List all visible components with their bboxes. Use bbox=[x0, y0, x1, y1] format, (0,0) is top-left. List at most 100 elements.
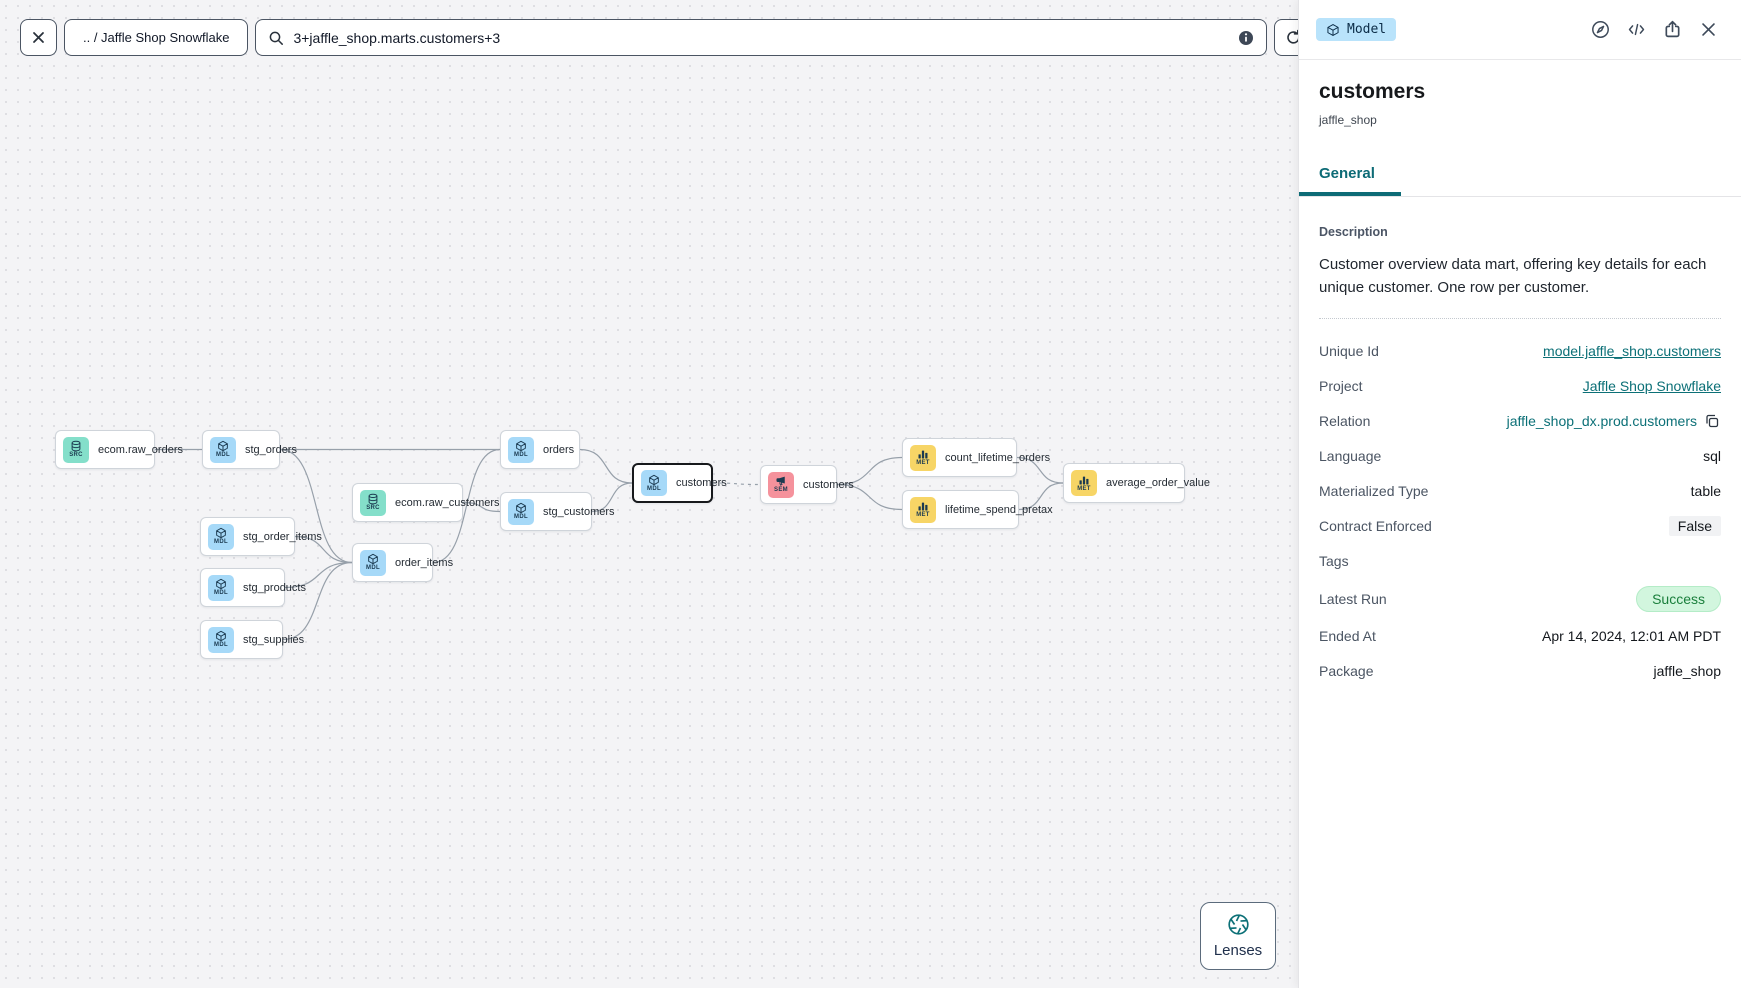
detail-label: Package bbox=[1319, 663, 1374, 679]
share-icon bbox=[1664, 20, 1680, 38]
detail-value: Jaffle Shop Snowflake bbox=[1583, 378, 1721, 394]
detail-label: Unique Id bbox=[1319, 343, 1379, 359]
edge-stg_supplies-to-order_items bbox=[282, 561, 353, 641]
graph-node-ecom_raw_orders[interactable]: SRC ecom.raw_orders bbox=[55, 430, 183, 469]
database-icon: SRC bbox=[63, 436, 89, 463]
detail-value: table bbox=[1690, 483, 1721, 499]
lineage-search bbox=[255, 19, 1268, 56]
edge-customers_sem-to-lifetime_spend_pretax bbox=[836, 483, 903, 511]
close-icon bbox=[1701, 23, 1715, 36]
node-label: customers bbox=[676, 477, 727, 489]
lenses-button[interactable]: Lenses bbox=[1200, 902, 1276, 970]
database-icon: SRC bbox=[360, 489, 386, 516]
detail-row-unique-id: Unique Id model.jaffle_shop.customers bbox=[1319, 341, 1721, 362]
detail-row-tags: Tags bbox=[1319, 551, 1721, 572]
copy-icon[interactable] bbox=[1704, 413, 1721, 430]
detail-link[interactable]: model.jaffle_shop.customers bbox=[1543, 343, 1721, 359]
detail-label: Materialized Type bbox=[1319, 483, 1429, 499]
bar-chart-icon: MET bbox=[910, 496, 936, 523]
edge-order_items-to-orders bbox=[432, 448, 501, 564]
resource-type-badge: Model bbox=[1316, 18, 1397, 41]
detail-value: Success bbox=[1636, 585, 1721, 612]
graph-node-stg_customers[interactable]: MDL stg_customers bbox=[500, 492, 615, 531]
node-label: orders bbox=[543, 443, 575, 456]
code-icon bbox=[1628, 23, 1644, 36]
lenses-label: Lenses bbox=[1213, 942, 1263, 959]
cube-icon bbox=[1327, 23, 1339, 36]
view-code-button[interactable] bbox=[1625, 19, 1647, 41]
edge-ecom_raw_customers-to-stg_customers bbox=[462, 501, 501, 513]
detail-label: Relation bbox=[1319, 413, 1371, 429]
graph-node-ecom_raw_customers[interactable]: SRC ecom.raw_customers bbox=[352, 483, 500, 522]
detail-value: Apr 14, 2024, 12:01 AM PDT bbox=[1542, 628, 1721, 644]
node-label: ecom.raw_orders bbox=[98, 443, 183, 456]
edge-customers_sem-to-count_lifetime_orders bbox=[836, 456, 903, 486]
node-label: lifetime_spend_pretax bbox=[945, 503, 1053, 516]
contract-badge: False bbox=[1668, 516, 1721, 536]
detail-label: Contract Enforced bbox=[1319, 518, 1432, 534]
detail-row-ended-at: Ended At Apr 14, 2024, 12:01 AM PDT bbox=[1319, 626, 1721, 647]
panel-title-block: customers jaffle_shop bbox=[1299, 60, 1741, 127]
graph-node-stg_orders[interactable]: MDL stg_orders bbox=[202, 430, 297, 469]
node-label: stg_orders bbox=[245, 443, 297, 456]
node-label: order_items bbox=[395, 556, 454, 569]
edge-lifetime_spend_pretax-to-average_order_value bbox=[1018, 482, 1064, 511]
compass-icon bbox=[1591, 21, 1609, 38]
close-lineage-button[interactable] bbox=[20, 19, 57, 56]
cube-icon: MDL bbox=[210, 436, 236, 463]
status-badge: Success bbox=[1636, 585, 1721, 612]
search-input[interactable] bbox=[293, 29, 1230, 46]
edge-stg_products-to-order_items bbox=[284, 561, 353, 589]
node-label: ecom.raw_customers bbox=[395, 496, 500, 509]
edge-count_lifetime_orders-to-average_order_value bbox=[1016, 456, 1064, 484]
tab-general[interactable]: General bbox=[1299, 153, 1401, 196]
detail-row-language: Language sql bbox=[1319, 446, 1721, 467]
lineage-toolbar: .. / Jaffle Shop Snowflake bbox=[20, 19, 1313, 56]
node-label: stg_products bbox=[243, 581, 306, 594]
cube-icon: MDL bbox=[360, 549, 386, 576]
graph-node-order_items[interactable]: MDL order_items bbox=[352, 543, 453, 582]
node-label: customers bbox=[803, 478, 854, 491]
detail-link[interactable]: Jaffle Shop Snowflake bbox=[1582, 378, 1721, 394]
info-icon[interactable] bbox=[1238, 30, 1254, 46]
bar-chart-icon: MET bbox=[910, 444, 936, 471]
explore-lineage-button[interactable] bbox=[1589, 19, 1611, 41]
detail-label: Ended At bbox=[1319, 628, 1376, 644]
cube-icon: MDL bbox=[508, 498, 534, 525]
detail-value: model.jaffle_shop.customers bbox=[1543, 343, 1721, 359]
detail-value: sql bbox=[1703, 448, 1721, 464]
detail-label: Language bbox=[1319, 448, 1382, 464]
description-label: Description bbox=[1319, 225, 1388, 239]
panel-actions bbox=[1589, 19, 1719, 41]
detail-label: Latest Run bbox=[1319, 590, 1387, 607]
panel-header: Model bbox=[1299, 0, 1741, 60]
refresh-icon bbox=[1287, 29, 1300, 44]
graph-node-lifetime_spend_pretax[interactable]: MET lifetime_spend_pretax bbox=[902, 490, 1053, 529]
details-panel: Model customers jaffle_shop General Desc… bbox=[1298, 0, 1741, 988]
graph-node-orders[interactable]: MDL orders bbox=[500, 430, 580, 469]
model-package-subtitle: jaffle_shop bbox=[1319, 113, 1377, 127]
node-label: stg_customers bbox=[543, 505, 615, 518]
share-button[interactable] bbox=[1661, 19, 1683, 41]
detail-row-latest-run: Latest Run Success bbox=[1319, 585, 1721, 612]
cube-icon: MDL bbox=[508, 436, 534, 463]
description-text: Customer overview data mart, offering ke… bbox=[1319, 253, 1721, 319]
model-name-title: customers bbox=[1319, 80, 1426, 103]
edge-stg_order_items-to-order_items bbox=[294, 535, 353, 564]
close-icon bbox=[33, 32, 44, 43]
close-panel-button[interactable] bbox=[1697, 19, 1719, 41]
detail-label: Tags bbox=[1319, 553, 1349, 569]
detail-row-contract-enforced: Contract Enforced False bbox=[1319, 516, 1721, 537]
breadcrumb[interactable]: .. / Jaffle Shop Snowflake bbox=[64, 19, 249, 56]
node-label: average_order_value bbox=[1106, 477, 1210, 489]
